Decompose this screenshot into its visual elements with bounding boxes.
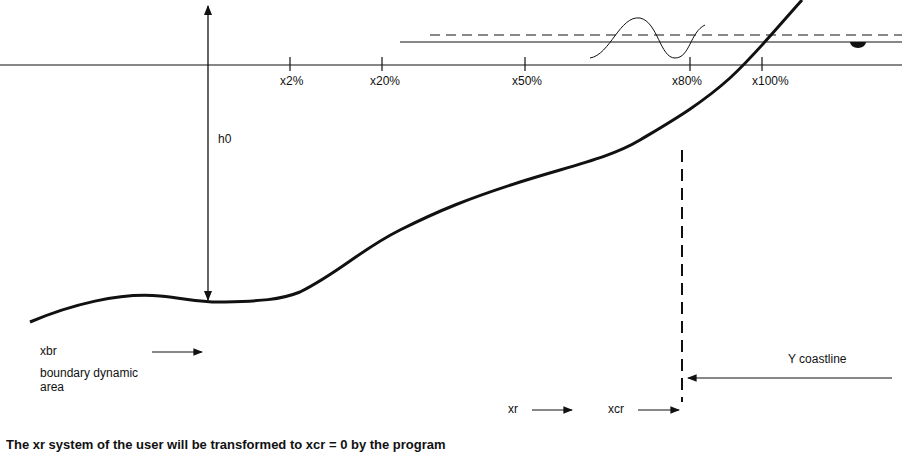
- level-label: x20%: [370, 74, 400, 88]
- coastline-label: Y coastline: [788, 352, 846, 366]
- water-line: [0, 64, 902, 65]
- tick-marks: [290, 57, 762, 71]
- depth-label: h0: [218, 132, 231, 146]
- origin-arrow: [638, 409, 679, 410]
- wave: [590, 18, 705, 58]
- axis-label: xr: [508, 402, 518, 416]
- level-label: x100%: [752, 74, 789, 88]
- boundary-arrow: [152, 351, 202, 352]
- upper-level: [400, 41, 902, 42]
- axis-label: xcr: [608, 402, 624, 416]
- bed-profile: [30, 0, 802, 322]
- level-label: x80%: [672, 74, 702, 88]
- axis-arrow: [532, 409, 572, 410]
- axis-label: xbr: [40, 344, 57, 358]
- coastline-arrow: [688, 377, 892, 378]
- caption: The xr system of the user will be transf…: [6, 437, 446, 452]
- dashed-level: [430, 35, 902, 36]
- level-label: x2%: [280, 74, 303, 88]
- boundary-label: boundary dynamic area: [40, 366, 152, 394]
- level-label: x50%: [512, 74, 542, 88]
- coastline-line: [681, 150, 683, 402]
- depth-arrow: [207, 6, 208, 300]
- water-symbol: [850, 42, 866, 48]
